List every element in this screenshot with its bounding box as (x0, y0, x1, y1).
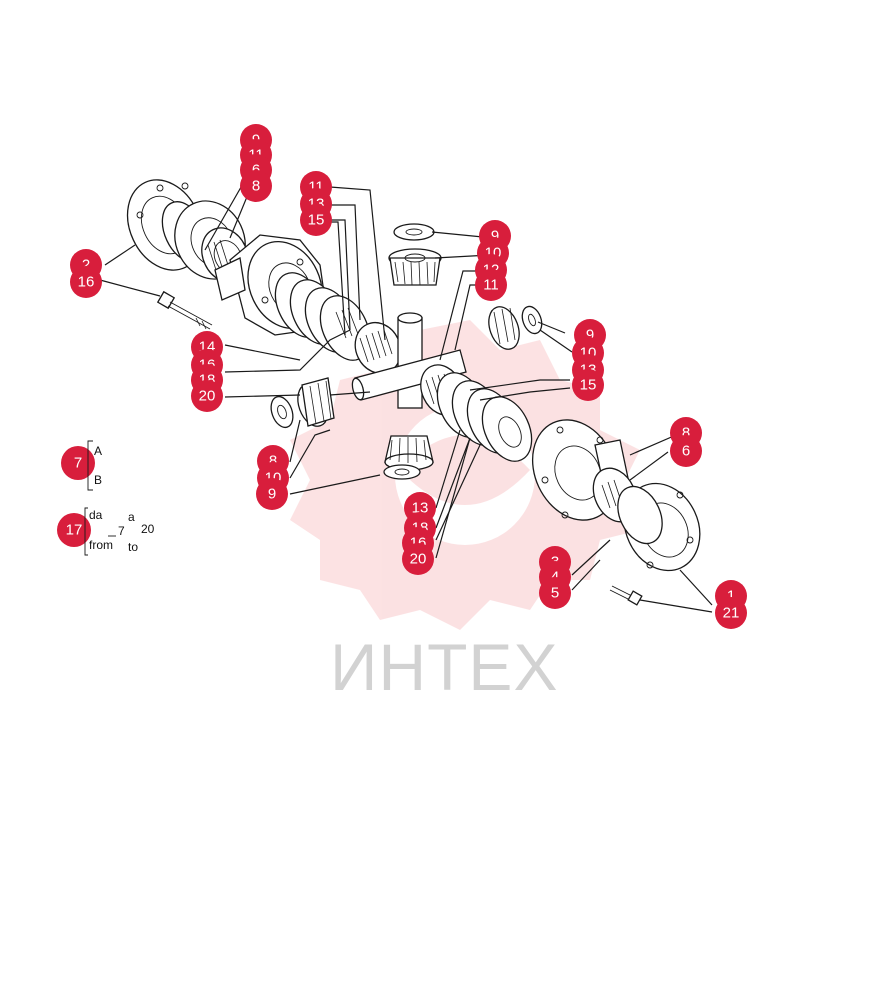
callout-circle[interactable]: 9 (256, 478, 288, 510)
svg-text:2: 2 (82, 257, 90, 274)
svg-text:A: A (94, 444, 102, 458)
svg-text:da: da (89, 508, 103, 522)
svg-text:21: 21 (723, 605, 740, 622)
svg-text:15: 15 (308, 212, 325, 229)
svg-text:6: 6 (682, 443, 690, 460)
svg-text:20: 20 (141, 522, 155, 536)
svg-text:1: 1 (727, 588, 735, 605)
svg-text:20: 20 (199, 388, 216, 405)
svg-text:8: 8 (269, 453, 277, 470)
callouts: 9 11 6 8 11 13 15 9 10 12 11 2 16 9 10 1… (70, 124, 747, 629)
watermark-text: ИНТЕХ (330, 630, 558, 704)
svg-text:B: B (94, 473, 102, 487)
top-pinion-gear (388, 248, 442, 286)
svg-text:9: 9 (491, 228, 499, 245)
callout-circle[interactable]: 21 (715, 597, 747, 629)
callout-circle[interactable]: 20 (191, 380, 223, 412)
svg-text:13: 13 (412, 500, 429, 517)
svg-text:from: from (89, 538, 113, 552)
svg-text:7: 7 (118, 524, 125, 538)
callout-circle[interactable]: 6 (670, 435, 702, 467)
legend: 7 A B 17 da a 7 20 from to (57, 440, 155, 556)
svg-text:16: 16 (78, 274, 95, 291)
svg-text:9: 9 (268, 486, 276, 503)
svg-text:8: 8 (252, 178, 260, 195)
right-bolt (609, 585, 643, 606)
svg-text:to: to (128, 540, 138, 554)
svg-text:a: a (128, 510, 135, 524)
spider-cross (351, 312, 467, 409)
right-flange (617, 482, 701, 572)
left-pinion-gear (297, 377, 335, 427)
top-washer (393, 223, 435, 241)
left-bolt (156, 290, 213, 330)
callout-circle[interactable]: 20 (402, 543, 434, 575)
legend-item-b: 17 da a 7 20 from to (57, 507, 155, 556)
right-washer (521, 305, 543, 335)
right-pinion-gear (488, 306, 520, 350)
svg-text:15: 15 (580, 377, 597, 394)
callout-circle[interactable]: 5 (539, 577, 571, 609)
svg-text:7: 7 (74, 455, 82, 472)
left-washer (270, 395, 294, 429)
callout-circle[interactable]: 11 (475, 269, 507, 301)
callout-circle[interactable]: 8 (240, 170, 272, 202)
svg-text:9: 9 (586, 327, 594, 344)
svg-text:5: 5 (551, 585, 559, 602)
svg-text:11: 11 (483, 277, 499, 294)
callout-circle[interactable]: 15 (572, 369, 604, 401)
callout-circle[interactable]: 15 (300, 204, 332, 236)
bottom-washer (383, 464, 421, 480)
svg-text:17: 17 (66, 522, 83, 539)
callout-circle[interactable]: 16 (70, 266, 102, 298)
svg-text:8: 8 (682, 425, 690, 442)
legend-item-a: 7 A B (61, 440, 102, 491)
svg-text:20: 20 (410, 551, 427, 568)
